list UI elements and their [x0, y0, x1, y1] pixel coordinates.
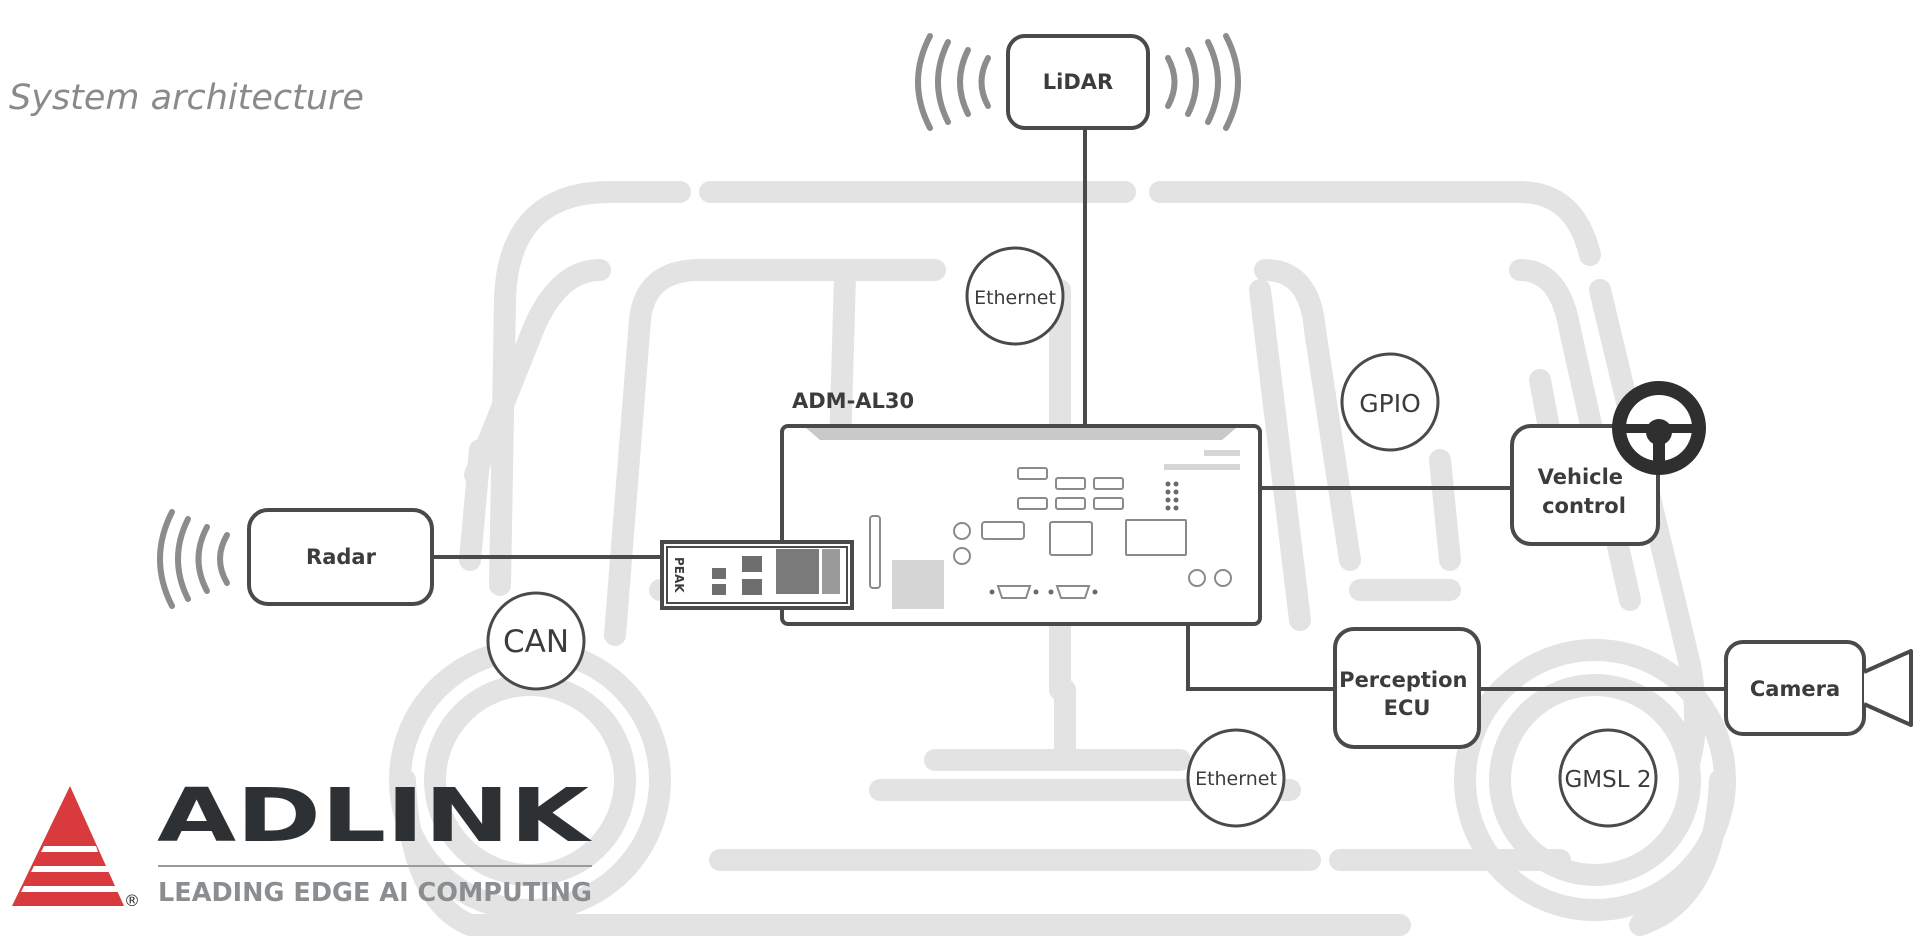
perception-ecu-box	[1333, 627, 1481, 749]
camera-label: Camera	[1750, 677, 1840, 701]
radar-signal-icon	[157, 509, 230, 609]
lidar-label: LiDAR	[1043, 70, 1113, 94]
device-ports	[869, 467, 1232, 599]
lidar-signal-right-icon	[1165, 33, 1241, 131]
perception-ecu-label: Perception ECU	[1339, 668, 1475, 720]
interface-can-label: CAN	[503, 624, 569, 660]
camera-lens-icon	[1863, 649, 1913, 727]
device-top-rail	[806, 428, 1236, 440]
line-device-perception-ecu	[1186, 624, 1335, 691]
lidar-node: LiDAR	[915, 33, 1241, 131]
device-vents	[892, 450, 1240, 609]
adm-al30-device: ADM-AL30	[660, 389, 1262, 626]
adlink-logo: ® ADLINK LEADING EDGE AI COMPUTING	[12, 773, 593, 910]
interface-ethernet-bottom-label: Ethernet	[1195, 768, 1277, 790]
perception-ecu-label-line1: Perception	[1339, 668, 1467, 692]
vehicle-control-label-line1: Vehicle	[1538, 465, 1623, 489]
interface-gpio: GPIO	[1340, 352, 1440, 452]
camera-node: Camera	[1724, 640, 1913, 736]
adlink-triangle-icon	[12, 786, 124, 906]
interface-ethernet-bottom: Ethernet	[1186, 728, 1286, 828]
peak-can-adapter: PEAK	[660, 540, 854, 610]
lidar-signal-left-icon	[915, 33, 991, 131]
interface-gmsl2: GMSL 2	[1558, 728, 1658, 828]
lidar-box	[1006, 34, 1150, 130]
interface-ethernet-top: Ethernet	[965, 246, 1065, 346]
radar-node: Radar	[157, 508, 434, 609]
interface-gpio-label: GPIO	[1359, 389, 1421, 418]
interface-ethernet-top-label: Ethernet	[974, 287, 1056, 309]
perception-ecu-label-line2: ECU	[1384, 696, 1431, 720]
page-title: System architecture	[9, 78, 364, 118]
device-name-label: ADM-AL30	[792, 389, 914, 413]
vehicle-control-label-line2: control	[1542, 494, 1626, 518]
interface-gmsl2-label: GMSL 2	[1564, 767, 1651, 793]
peak-brand-label: PEAK	[672, 557, 686, 593]
connection-lines	[432, 128, 1726, 691]
radar-box	[247, 508, 434, 606]
vehicle-control-node: Vehicle control	[1510, 381, 1706, 546]
device-port-dots	[989, 481, 1179, 595]
interface-can: CAN	[486, 591, 586, 691]
adlink-registered-mark: ®	[124, 891, 140, 910]
adlink-tagline: LEADING EDGE AI COMPUTING	[158, 878, 592, 908]
steering-wheel-icon	[1612, 381, 1706, 475]
vehicle-control-label: Vehicle control	[1538, 465, 1631, 518]
adlink-wordmark: ADLINK	[157, 773, 593, 859]
radar-label: Radar	[306, 545, 377, 569]
perception-ecu-node: Perception ECU	[1333, 627, 1481, 749]
